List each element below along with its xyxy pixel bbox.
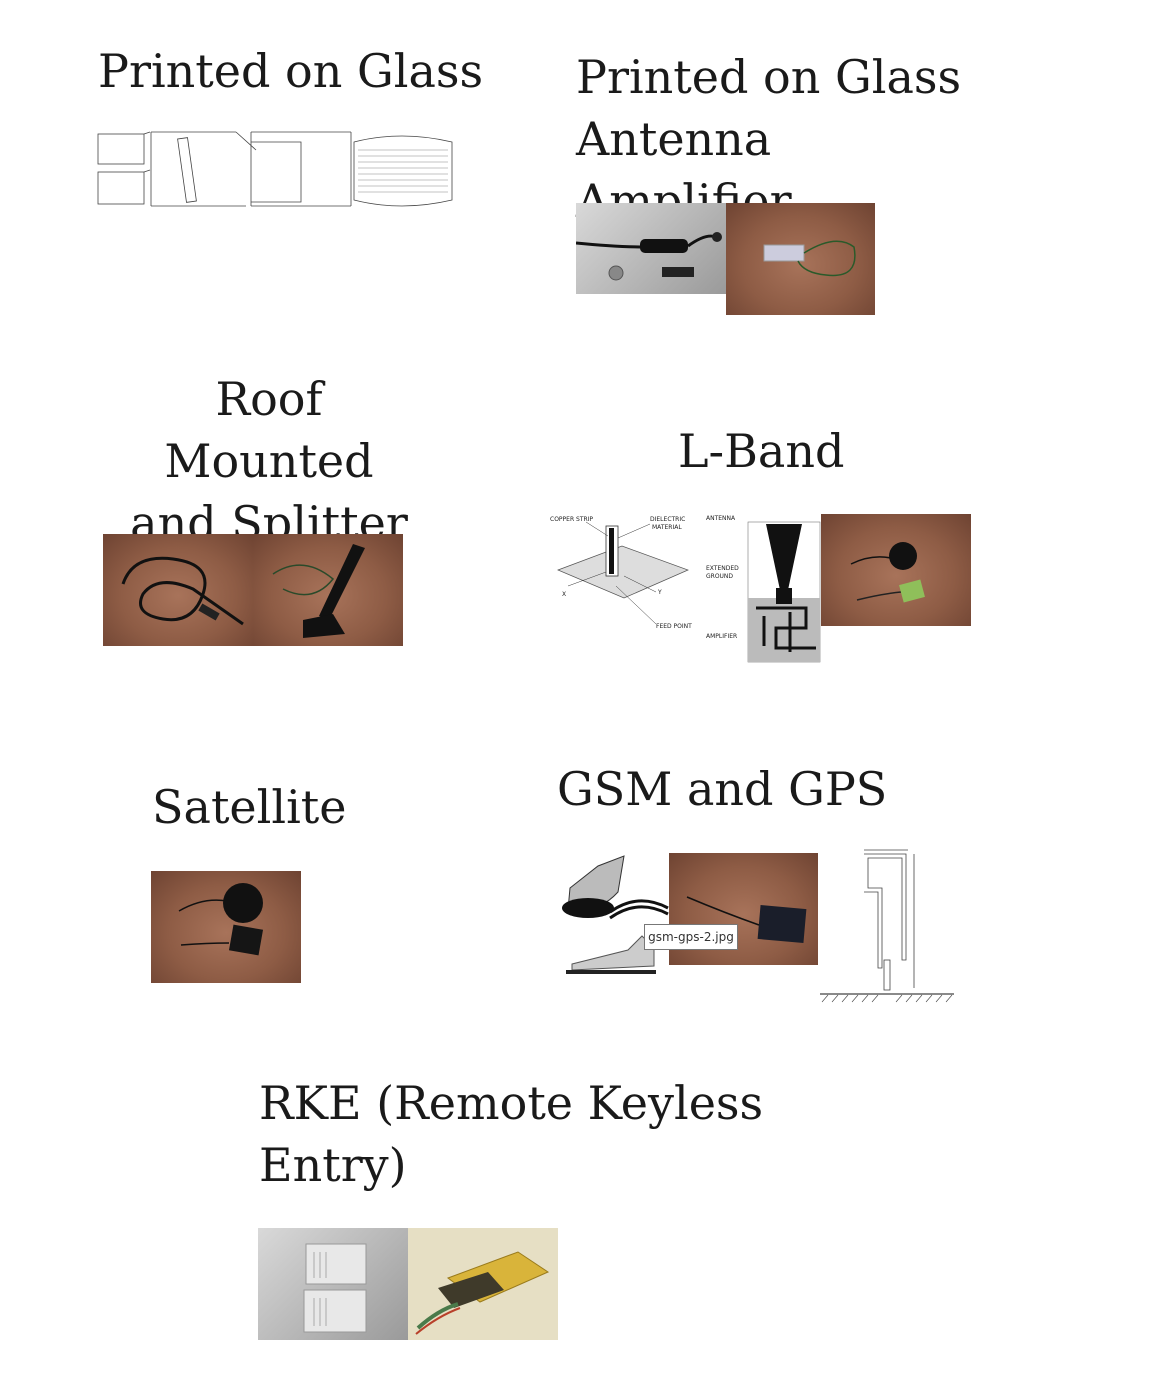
l-band-diagram-patch: COPPER STRIP DIELECTRIC MATERIAL X Y FEE… [546,512,696,632]
label-dielectric: DIELECTRIC [650,516,685,523]
label-material: MATERIAL [652,524,682,531]
l-band-diagram-antenna: ANTENNA EXTENDED GROUND AMPLIFIER [704,512,822,664]
label-ground: GROUND [706,573,733,580]
section-title-rke: RKE (Remote Keyless Entry) [259,1076,764,1192]
amplifier-photo-1 [576,203,726,294]
section-title-roof-mounted-splitter: Roof Mounted and Splitter [130,372,408,550]
amplifier-photo-2 [726,203,875,315]
roof-photo-cable [103,534,253,646]
gsm-gps-photo [669,853,819,965]
rke-photo-module [408,1228,558,1340]
printed-glass-drawings [96,128,456,210]
label-copper-strip: COPPER STRIP [550,516,593,523]
section-title-gsm-gps: GSM and GPS [557,762,888,816]
satellite-photo [151,871,301,983]
l-band-photo [821,514,971,626]
image-filename-tooltip: gsm-gps-2.jpg [644,924,738,950]
section-title-l-band: L-Band [678,424,845,478]
label-y-axis: Y [657,589,662,596]
gsm-gps-pifa-drawing [818,848,956,1004]
rke-photo-boards [258,1228,408,1340]
roof-photo-antenna [253,534,403,646]
gsm-gps-antenna-render [558,852,670,982]
section-title-printed-on-glass: Printed on Glass [98,44,484,98]
label-antenna: ANTENNA [706,515,736,522]
label-extended: EXTENDED [706,565,739,572]
section-title-satellite: Satellite [152,780,347,834]
label-feed-point: FEED POINT [656,623,692,630]
label-x-axis: X [562,591,566,598]
label-amplifier: AMPLIFIER [706,633,737,640]
